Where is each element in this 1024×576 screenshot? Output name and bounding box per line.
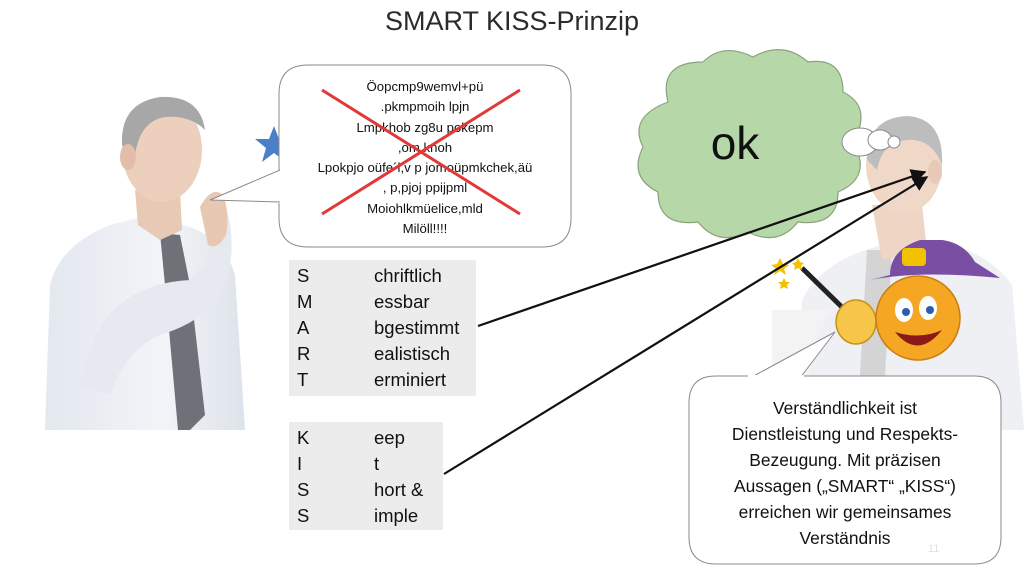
smart-letter: A: [297, 317, 310, 338]
smart-letter: M: [297, 291, 313, 312]
thought-cloud: [637, 49, 901, 239]
speech-line: ,om.knoh: [397, 139, 453, 155]
smart-word: chriftlich: [374, 265, 442, 286]
info-box: [688, 375, 1002, 565]
thought-cloud-text: ok: [710, 117, 760, 169]
info-line: Verständnis: [799, 528, 891, 548]
speech-line: Lpokpjo oüfe´l,v p jomoüpmkchek,äü: [317, 160, 533, 176]
smart-letter: S: [297, 265, 310, 286]
kiss-letter: K: [297, 427, 310, 448]
smart-word: erminiert: [374, 369, 446, 390]
info-line: Verständlichkeit ist: [772, 398, 918, 418]
smart-letter: T: [297, 369, 309, 390]
speech-line: Moiohlkmüelice,mld: [367, 200, 483, 216]
speech-bubble-tail: [209, 168, 285, 204]
smart-word: bgestimmt: [374, 317, 460, 338]
info-box-tail: [748, 331, 836, 380]
info-line: erreichen wir gemeinsames: [738, 502, 952, 522]
thinking-man-image: [45, 96, 245, 430]
red-cross-mark: [321, 88, 521, 216]
info-line: Aussagen („SMART“ „KISS“): [734, 476, 956, 496]
kiss-word: eep: [374, 427, 405, 448]
info-line: Bezeugung. Mit präzisen: [749, 450, 941, 470]
info-line: Dienstleistung und Respekts-: [731, 424, 959, 444]
speech-line: Lmpkhob zg8u pokepm: [356, 119, 494, 135]
kiss-letter: S: [297, 505, 310, 526]
speech-line: Milöll!!!!: [402, 221, 448, 237]
wizard-smiley-icon: [771, 240, 1000, 361]
info-box-text: Verständlichkeit ist Dienstleistung und …: [700, 395, 990, 551]
smart-word: essbar: [374, 291, 430, 312]
kiss-word: t: [374, 453, 380, 474]
speech-line: Öopcmp9wemvl+pü: [366, 79, 484, 94]
blue-star-icon: [255, 126, 293, 162]
speech-line: .pkmpmoih lpjn: [380, 99, 470, 115]
kiss-word: imple: [374, 505, 419, 526]
speech-bubble-text: Öopcmp9wemvl+pü .pkmpmoih lpjn Lmpkhob z…: [283, 77, 567, 239]
kiss-arrow: [443, 176, 929, 475]
smart-letter: R: [297, 343, 311, 364]
kiss-word: hort &: [374, 479, 424, 500]
page-number: 11: [928, 543, 940, 555]
smart-word: ealistisch: [374, 343, 451, 364]
slide-title: SMART KISS-Prinzip: [384, 6, 640, 36]
kiss-letter: S: [297, 479, 310, 500]
smart-arrow: [477, 169, 927, 328]
speech-line: , p,pjoj ppijpml: [382, 180, 468, 196]
kiss-letter: I: [297, 453, 303, 474]
